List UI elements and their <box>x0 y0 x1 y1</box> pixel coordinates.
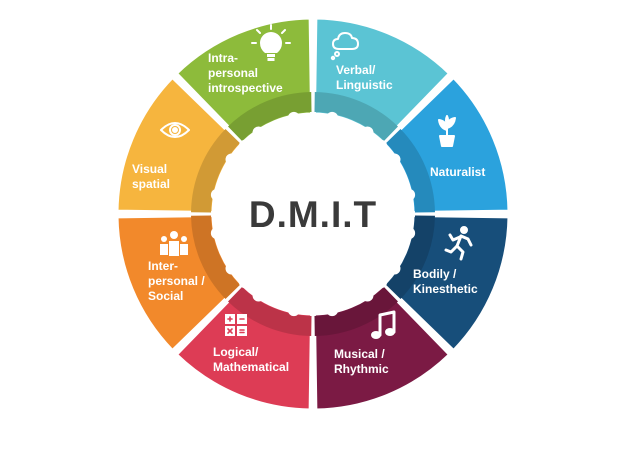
segment-band-logical <box>228 287 312 336</box>
segment-label-line: Musical / <box>334 347 385 361</box>
segment-label-line: Inter- <box>148 259 178 273</box>
segment-band-naturalist <box>386 129 435 213</box>
segment-label-line: Linguistic <box>336 78 393 92</box>
segment-label-line: introspective <box>208 81 283 95</box>
music-note-icon <box>371 310 396 339</box>
segment-label-line: Mathematical <box>213 360 289 374</box>
running-person-icon <box>444 226 473 261</box>
segment-label-line: Intra- <box>208 51 238 65</box>
segment-band-visual <box>191 129 240 213</box>
segment-label-line: Visual <box>132 162 167 176</box>
potted-plant-icon <box>438 115 456 147</box>
segment-band-verbal <box>314 92 398 141</box>
people-group-icon <box>160 231 188 256</box>
segment-label-line: Naturalist <box>430 165 485 179</box>
segment-band-musical <box>314 287 398 336</box>
segment-label-bodily: Bodily /Kinesthetic <box>413 267 478 296</box>
segment-label-logical: Logical/Mathematical <box>213 345 289 374</box>
segment-band-intrapersonal <box>228 92 312 141</box>
center-title: D.M.I.T <box>249 194 377 235</box>
calculator-icon <box>225 314 247 336</box>
eye-icon <box>160 122 190 138</box>
segment-label-interpersonal: Inter-personal /Social <box>148 259 205 303</box>
segment-label-line: spatial <box>132 177 170 191</box>
segment-label-musical: Musical /Rhythmic <box>334 347 389 376</box>
center-circle <box>215 116 411 312</box>
wheel-icons <box>160 24 473 339</box>
segment-label-line: Rhythmic <box>334 362 389 376</box>
segment-label-line: Bodily / <box>413 267 457 281</box>
center-hub: D.M.I.T <box>210 111 416 317</box>
segment-label-line: personal <box>208 66 258 80</box>
thought-cloud-icon <box>330 32 359 61</box>
segment-label-line: Kinesthetic <box>413 282 478 296</box>
segment-label-verbal: Verbal/Linguistic <box>336 63 393 92</box>
segment-band-interpersonal <box>191 215 240 299</box>
lightbulb-icon <box>251 24 291 61</box>
segment-label-line: Logical/ <box>213 345 259 359</box>
segment-label-naturalist: Naturalist <box>430 165 485 179</box>
segment-label-line: Social <box>148 289 183 303</box>
wheel-segments <box>115 16 511 412</box>
segment-label-line: Verbal/ <box>336 63 376 77</box>
segment-label-line: personal / <box>148 274 205 288</box>
segment-band-bodily <box>386 215 435 299</box>
